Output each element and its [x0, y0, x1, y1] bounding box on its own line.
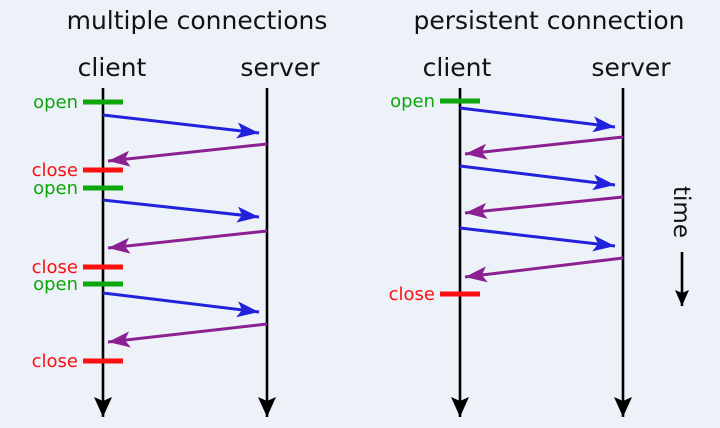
- request-arrow: [102, 291, 260, 318]
- right-diagram: open close: [389, 88, 632, 417]
- request-arrow: [102, 113, 260, 139]
- close-label: close: [32, 351, 78, 372]
- left-diagram-title: multiple connections: [66, 6, 328, 35]
- request-arrow: [102, 198, 260, 223]
- close-label: close: [32, 257, 78, 278]
- open-label: open: [390, 91, 435, 112]
- request-arrow: [459, 226, 616, 252]
- response-arrow: [464, 195, 624, 219]
- response-arrow: [464, 135, 624, 160]
- open-label: open: [33, 92, 78, 113]
- right-diagram-title: persistent connection: [413, 6, 685, 35]
- close-label: close: [32, 160, 78, 181]
- response-arrow: [107, 229, 268, 254]
- open-label: open: [33, 274, 78, 295]
- response-arrow: [107, 142, 268, 167]
- left-client-label: client: [77, 53, 147, 82]
- right-server-label: server: [591, 53, 671, 82]
- open-label: open: [33, 178, 78, 199]
- left-server-label: server: [240, 53, 320, 82]
- response-arrow: [464, 256, 624, 283]
- time-axis-label: time: [668, 186, 694, 238]
- request-arrow: [459, 106, 616, 133]
- right-client-label: client: [422, 53, 492, 82]
- close-label: close: [389, 284, 435, 305]
- request-arrow: [459, 164, 616, 191]
- response-arrow: [107, 322, 268, 348]
